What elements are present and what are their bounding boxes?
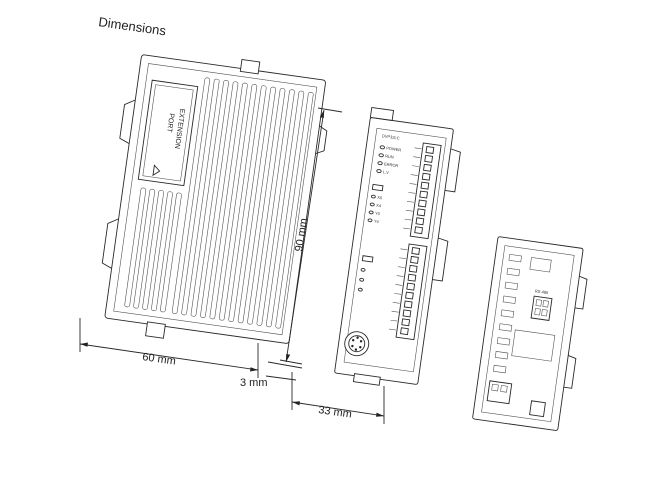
terminal-screw (402, 309, 412, 318)
terminal-blocks (389, 142, 442, 341)
terminal-screw (421, 172, 431, 181)
rib (209, 82, 248, 320)
rs485-terminal (530, 295, 553, 321)
side-fins (492, 254, 556, 374)
terminal-screw (405, 291, 414, 300)
comm-port-connector (344, 331, 370, 357)
terminal-screw (423, 163, 432, 172)
rib (142, 190, 164, 310)
width-dimension: 60 mm (79, 318, 259, 378)
terminal-screw (417, 199, 427, 208)
diagram-title: Dimensions (98, 14, 168, 38)
rib (124, 187, 147, 308)
clearance-dimension: 3 mm (240, 361, 303, 389)
top-clip (239, 58, 261, 75)
terminal-screw (424, 154, 434, 163)
rib (181, 78, 220, 316)
terminal-screw (406, 282, 416, 291)
bottom-clip (145, 321, 166, 339)
rib (133, 188, 156, 309)
terminal-screw (407, 273, 417, 282)
terminal-screw (410, 255, 419, 264)
height-label: 90 mm (293, 217, 310, 252)
led-y4-label: Y4 (374, 218, 380, 224)
led-y0-label: Y0 (375, 210, 381, 216)
arrow-icon (152, 164, 161, 177)
led-x4-label: X4 (376, 203, 382, 209)
model-label: DVP32LC (382, 133, 400, 140)
terminal-screw (416, 208, 426, 217)
rib (200, 81, 239, 318)
led-x0-label: X0 (377, 195, 383, 201)
width-label: 60 mm (142, 351, 177, 368)
heat-sink-ribs (124, 77, 314, 329)
side-view: RS-485 (472, 236, 588, 431)
terminal-screw (401, 318, 411, 327)
terminal-screw (408, 264, 418, 273)
led-lv-label: L.V (383, 169, 390, 175)
height-dimension: 90 mm (279, 107, 343, 365)
led-power-label: POWER (386, 145, 402, 152)
rib (237, 86, 276, 324)
terminal-screw (425, 146, 435, 154)
terminal-block (389, 243, 428, 341)
rib (266, 90, 305, 328)
clearance-label: 3 mm (240, 377, 268, 389)
rib (151, 191, 173, 312)
terminal-screw (403, 300, 413, 309)
terminal-screw (420, 181, 430, 190)
rs485-label: RS-485 (535, 288, 550, 295)
back-view: EXTENSION PORT (101, 54, 328, 344)
io-leds: X0 X4 Y0 Y4 (357, 183, 384, 292)
rib (171, 77, 211, 314)
depth-label: 33 mm (318, 404, 353, 421)
rib (218, 84, 258, 321)
terminal-screw (419, 190, 429, 199)
rib (247, 88, 286, 325)
terminal-screw (415, 217, 425, 226)
rib (256, 89, 295, 326)
power-terminal (486, 380, 513, 405)
extension-port-label-2: PORT (165, 113, 175, 134)
terminal-screw (411, 247, 421, 255)
rib (160, 192, 182, 313)
rib (190, 80, 229, 317)
front-view: DVP32LC POWER RUN ERROR L.V X0 X4 Y0 Y4 (334, 106, 461, 386)
status-leds: POWER RUN ERROR L.V (376, 145, 402, 175)
terminal-block (403, 142, 442, 240)
led-error-label: ERROR (384, 161, 399, 168)
depth-dimension: 33 mm (291, 372, 385, 424)
terminal-screw (400, 327, 409, 336)
rib (228, 85, 267, 322)
terminal-screw (414, 226, 424, 235)
rib (275, 92, 314, 329)
led-run-label: RUN (385, 153, 394, 159)
extension-port (137, 79, 199, 187)
